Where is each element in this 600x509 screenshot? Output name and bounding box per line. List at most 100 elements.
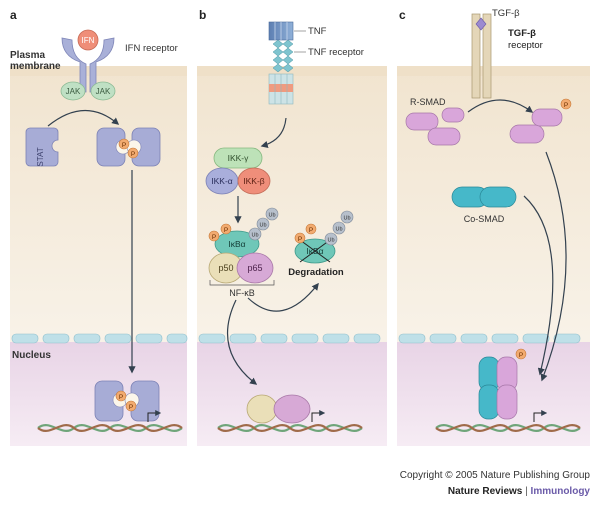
transcription-arrow-a (147, 410, 162, 422)
journal-credit: Nature Reviews | Immunology (448, 486, 590, 497)
ub-b5: Ub (335, 227, 342, 233)
nucleus-label: Nucleus (12, 350, 51, 361)
r-smad-label: R-SMAD (410, 97, 446, 107)
membrane-label-1: Plasma (10, 50, 45, 61)
phospho-a4 (125, 400, 137, 412)
p65-label: p65 (247, 263, 262, 273)
phospho-a4-label: P (129, 404, 133, 411)
ikba-bound-label: IκBα (228, 239, 245, 249)
journal-name-left: Nature Reviews (447, 486, 523, 497)
phospho-a1 (118, 138, 130, 150)
ikk-beta-label: IKK-β (243, 176, 265, 186)
dna-b (217, 424, 363, 432)
jak-left-label: JAK (66, 87, 81, 96)
journal-separator: | (525, 486, 528, 497)
arrow-to-ikk (260, 117, 287, 148)
r-smad-unphosphorylated (405, 107, 465, 146)
ubiquitin-chain-bound (248, 207, 279, 241)
jak-left (60, 81, 86, 101)
panel-c: c TGF-β TGF-β receptor R-SMAD P C (397, 8, 590, 446)
panel-letter-a: a (10, 8, 17, 22)
phospho-b3 (294, 232, 306, 244)
nuclear-envelope-c (398, 333, 581, 344)
panel-b: b TNF TNF receptor IKK-γ IKK-α IKK-β (197, 8, 387, 446)
transcription-arrow-c (533, 410, 548, 422)
phospho-b1-label: P (212, 234, 216, 241)
ifn-receptor-label: IFN receptor (125, 43, 178, 54)
tgf-beta-receptor (471, 13, 492, 99)
arrow-r-smad-to-nucleus (540, 151, 567, 382)
cytoplasm-b (197, 66, 387, 342)
ub-b4: Ub (327, 238, 334, 244)
stat-label: STAT (36, 147, 45, 166)
p50-label: p50 (218, 263, 233, 273)
tgf-beta-ligand (475, 17, 487, 31)
phospho-b2-label: P (224, 227, 228, 234)
degradation-label: Degradation (288, 267, 344, 278)
phospho-c1 (560, 98, 572, 110)
arrow-to-nucleus-b (226, 299, 258, 385)
arrow-stat-phosphorylation (47, 109, 120, 127)
plasma-membrane-a (10, 66, 187, 76)
ub-b2: Ub (259, 223, 266, 229)
nuclear-envelope-b (198, 333, 381, 344)
phospho-a1-label: P (122, 142, 126, 149)
ikk-gamma-label: IKK-γ (228, 153, 250, 163)
co-smad (451, 186, 517, 208)
copyright-notice: Copyright © 2005 Nature Publishing Group (399, 470, 590, 481)
ikk-gamma (213, 147, 263, 169)
dna-c (435, 424, 581, 432)
phospho-b4-label: P (309, 227, 313, 234)
tnf-receptor-label: TNF receptor (308, 47, 364, 58)
phospho-a3 (115, 390, 127, 402)
arrow-r-smad-phosphorylation (467, 99, 534, 113)
degradation-cross-2 (299, 239, 331, 263)
arrow-to-degradation (247, 282, 319, 312)
nfkb-label: NF-κB (229, 288, 255, 298)
jak-right (90, 81, 116, 101)
tgf-receptor-label-2: receptor (508, 40, 543, 51)
p65-nucleus (273, 394, 311, 424)
p50-nucleus (246, 394, 278, 424)
ifn-ligand (77, 29, 99, 51)
phospho-c1-label: P (564, 102, 568, 109)
plasma-membrane-b (197, 66, 387, 76)
dna-a (37, 424, 183, 432)
ub-b3: Ub (268, 213, 275, 219)
arrow-co-smad-to-nucleus (523, 195, 554, 376)
phospho-b4 (305, 223, 317, 235)
phospho-a3-label: P (119, 394, 123, 401)
tnf-receptor (268, 21, 294, 105)
tgf-beta-label: TGF-β (492, 8, 520, 19)
phospho-c2 (515, 348, 527, 360)
plasma-membrane-c (397, 66, 590, 76)
stat-monomer (25, 127, 59, 167)
signalling-diagram: a Plasma membrane Nucleus IFN IFN recept… (10, 8, 590, 446)
ub-b6: Ub (343, 216, 350, 222)
smad-complex-dna (478, 356, 518, 420)
ikk-alpha-label: IKK-α (211, 176, 233, 186)
cytoplasm-a (10, 66, 187, 342)
panel-a: a Plasma membrane Nucleus IFN IFN recept… (10, 8, 188, 446)
jak-right-label: JAK (96, 87, 111, 96)
journal-name-right: Immunology (530, 486, 590, 497)
ubiquitin-chain-degraded (324, 210, 354, 246)
ifn-receptor (61, 37, 115, 93)
nuclear-envelope-a (11, 333, 188, 344)
ikk-beta (237, 167, 271, 195)
phospho-c2-label: P (519, 352, 523, 359)
nfkb-bracket (209, 280, 275, 286)
phospho-b3-label: P (298, 236, 302, 243)
membrane-label-2: membrane (10, 61, 61, 72)
ifn-label: IFN (82, 36, 95, 45)
phospho-b2 (220, 223, 232, 235)
panel-letter-c: c (399, 8, 406, 22)
tgf-receptor-label-1: TGF-β (508, 28, 536, 39)
r-smad-phosphorylated (509, 108, 563, 144)
tnf-label: TNF (308, 26, 327, 37)
co-smad-label: Co-SMAD (464, 214, 505, 224)
panel-letter-b: b (199, 8, 206, 22)
phospho-a2 (127, 147, 139, 159)
phospho-b1 (208, 230, 220, 242)
transcription-arrow-b (311, 410, 326, 422)
